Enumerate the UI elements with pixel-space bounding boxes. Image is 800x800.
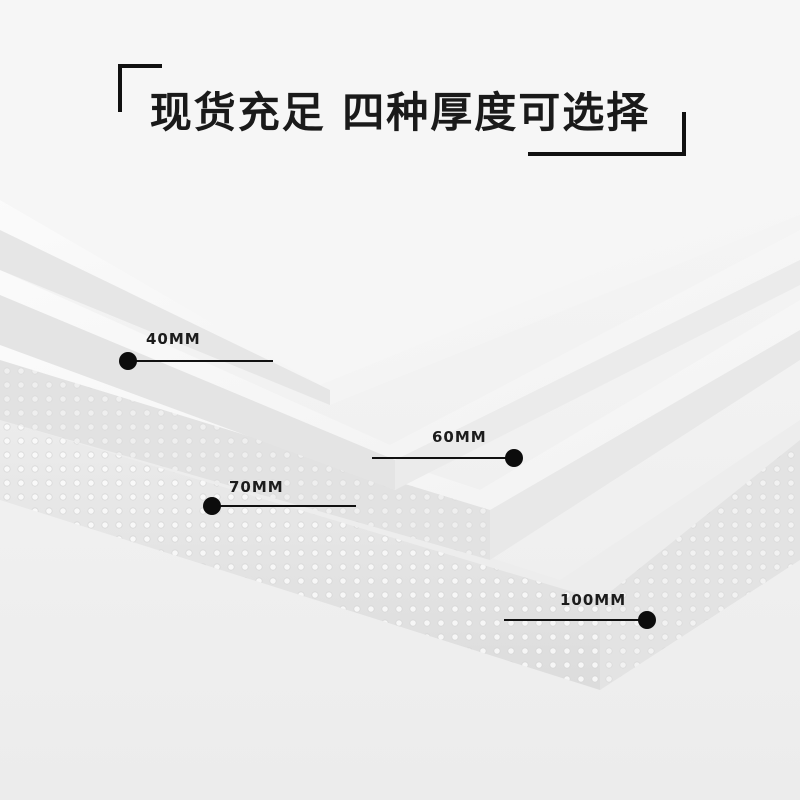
bracket-top-left xyxy=(118,64,162,112)
callout-dot-40mm xyxy=(119,352,137,370)
callout-line-40mm xyxy=(128,360,273,362)
thickness-label-40mm: 40MM xyxy=(146,330,201,348)
thickness-label-100mm: 100MM xyxy=(560,591,627,609)
headline: 现货充足 四种厚度可选择 xyxy=(149,88,651,137)
bracket-bottom-right xyxy=(528,112,686,156)
callout-dot-60mm xyxy=(505,449,523,467)
callout-dot-70mm xyxy=(203,497,221,515)
thickness-label-60mm: 60MM xyxy=(432,428,487,446)
callout-dot-100mm xyxy=(638,611,656,629)
board-70mm xyxy=(0,300,800,560)
callout-line-70mm xyxy=(212,505,356,507)
callout-line-60mm xyxy=(372,457,515,459)
thickness-label-70mm: 70MM xyxy=(229,478,284,496)
callout-line-100mm xyxy=(504,619,649,621)
